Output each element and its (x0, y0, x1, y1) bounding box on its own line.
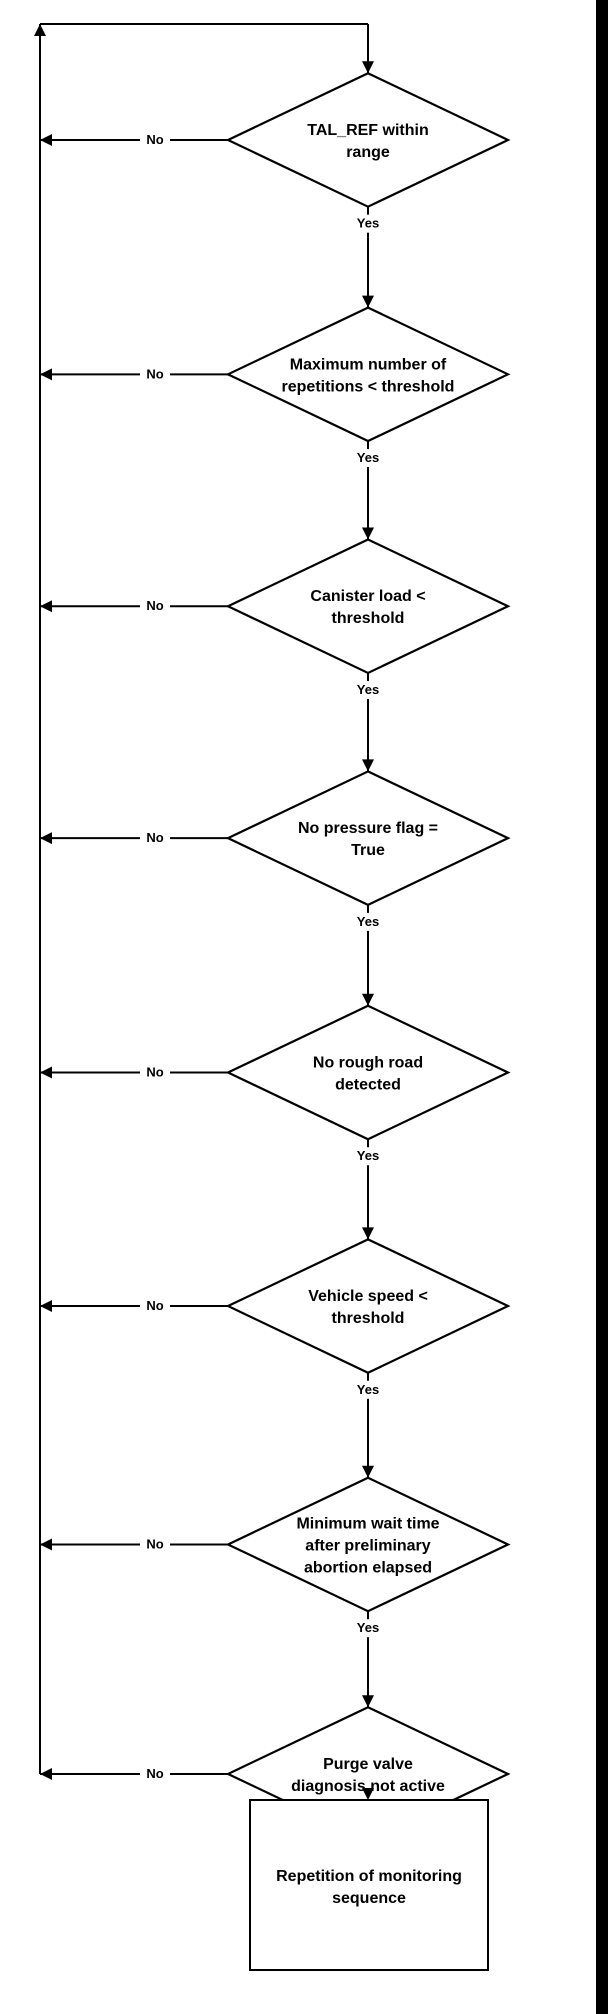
yes-label: Yes (357, 682, 379, 697)
no-label: No (146, 1065, 163, 1080)
no-label: No (146, 132, 163, 147)
end-process-text: Repetition of monitoring (276, 1868, 462, 1885)
decision-text: TAL_REF within (307, 122, 428, 139)
yes-branch-arrowhead (362, 1788, 374, 1800)
no-label-backdrop (140, 1296, 170, 1315)
no-label-backdrop (140, 1534, 170, 1553)
decision-text: Maximum number of (290, 356, 447, 373)
yes-label: Yes (357, 216, 379, 231)
yes-label: Yes (357, 1148, 379, 1163)
entry-arrowhead (362, 61, 374, 74)
yes-label: Yes (357, 1382, 379, 1397)
yes-label: Yes (357, 1620, 379, 1635)
no-label-backdrop (140, 828, 170, 847)
yes-label-backdrop (350, 680, 386, 699)
no-branch-arrowhead (40, 1538, 52, 1551)
no-branch-arrowhead (40, 1066, 52, 1079)
yes-branch-arrowhead (362, 527, 374, 540)
yes-branch-arrowhead (362, 1465, 374, 1478)
yes-branch-arrowhead (362, 993, 374, 1006)
no-branch-arrowhead (40, 133, 52, 146)
no-label: No (146, 1298, 163, 1313)
decision-text: Canister load < (310, 588, 425, 605)
yes-label-backdrop (350, 1380, 386, 1399)
no-label: No (146, 598, 163, 613)
decision-text: No rough road (313, 1055, 423, 1072)
yes-branch-arrowhead (362, 759, 374, 772)
no-label-backdrop (140, 1763, 170, 1782)
decision-diamond (225, 770, 511, 907)
no-branch-arrowhead (40, 1300, 52, 1313)
yes-label-backdrop (350, 1147, 386, 1166)
decision-text: threshold (332, 1310, 405, 1327)
no-branch-arrowhead (40, 1767, 52, 1780)
decision-text: threshold (332, 610, 405, 627)
decision-text: diagnosis not active (291, 1778, 445, 1795)
yes-label: Yes (357, 450, 379, 465)
decision-diamond (225, 1238, 511, 1374)
no-branch-arrowhead (40, 832, 52, 845)
no-label-backdrop (140, 1062, 170, 1081)
no-branch-arrowhead (40, 600, 52, 613)
end-process-box (249, 1799, 489, 1971)
no-label: No (146, 830, 163, 845)
decision-diamond (225, 538, 511, 675)
yes-label-backdrop (350, 1619, 386, 1638)
yes-branch-arrowhead (362, 1695, 374, 1708)
yes-label-backdrop (350, 912, 386, 931)
no-branch-arrowhead (40, 368, 52, 381)
decision-diamond (225, 1004, 511, 1141)
decision-text: Vehicle speed < (308, 1288, 428, 1305)
page-edge-border (596, 0, 608, 2014)
decision-text: Minimum wait time (296, 1515, 439, 1532)
no-label-backdrop (140, 596, 170, 615)
yes-branch-arrowhead (362, 295, 374, 308)
end-process-text: sequence (332, 1890, 406, 1907)
decision-text: Purge valve (323, 1756, 413, 1773)
decision-text: abortion elapsed (304, 1559, 432, 1576)
no-label: No (146, 366, 163, 381)
no-label-backdrop (140, 364, 170, 383)
yes-label: Yes (357, 914, 379, 929)
yes-branch-arrowhead (362, 1227, 374, 1240)
decision-text: range (346, 144, 390, 161)
return-loop-arrowhead (34, 24, 46, 36)
decision-text: detected (335, 1077, 401, 1094)
decision-text: after preliminary (305, 1537, 430, 1554)
decision-diamond (225, 306, 511, 443)
decision-text: True (351, 842, 385, 859)
decision-text: repetitions < threshold (282, 378, 455, 395)
no-label: No (146, 1766, 163, 1781)
no-label-backdrop (140, 129, 170, 148)
decision-diamond (225, 72, 511, 208)
decision-text: No pressure flag = (298, 820, 438, 837)
no-label: No (146, 1536, 163, 1551)
yes-label-backdrop (350, 214, 386, 233)
yes-label-backdrop (350, 449, 386, 468)
